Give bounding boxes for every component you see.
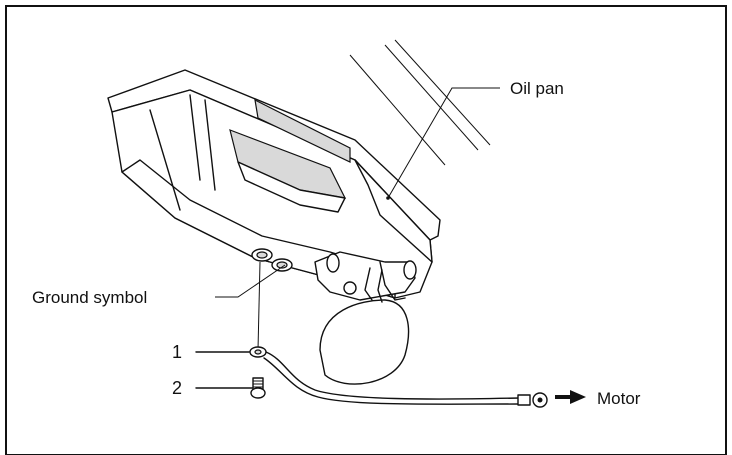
float <box>319 267 410 385</box>
motor-label: Motor <box>597 389 641 408</box>
machine-outline-lines <box>349 39 491 166</box>
part-number-1: 1 <box>172 342 182 362</box>
part-number-2: 2 <box>172 378 182 398</box>
motor-arrow <box>555 390 586 404</box>
oil-pan-label: Oil pan <box>510 79 564 98</box>
figure-frame <box>5 5 727 455</box>
ground-wire <box>195 261 548 408</box>
ground-symbol-label: Ground symbol <box>32 288 147 307</box>
oil-pan-leader <box>386 87 500 200</box>
ground-symbol-leader <box>215 264 286 298</box>
oil-pan <box>107 69 441 301</box>
